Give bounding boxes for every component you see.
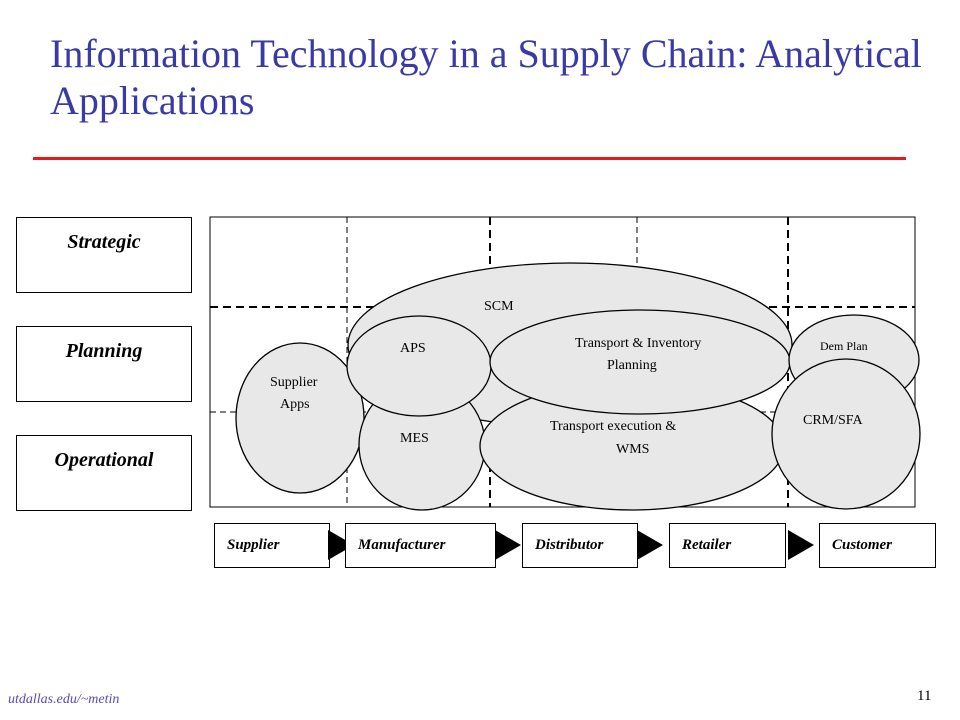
supplier-apps-ellipse [235, 342, 365, 494]
supplier-apps-label-1: Supplier [270, 375, 318, 390]
chain-stage-supplier: Supplier [214, 523, 330, 568]
transport-execution-label-1: Transport execution & [550, 419, 676, 434]
chain-stage-manufacturer: Manufacturer [345, 523, 496, 568]
crm-sfa-ellipse [771, 358, 921, 510]
scm-label: SCM [484, 299, 514, 314]
transport-inventory-label-2: Planning [607, 358, 657, 373]
level-operational: Operational [16, 435, 192, 511]
level-strategic-label: Strategic [67, 231, 141, 253]
slide-title: Information Technology in a Supply Chain… [50, 31, 922, 123]
transport-execution-label-2: WMS [616, 442, 649, 457]
aps-ellipse [346, 315, 492, 417]
supplier-apps-label-2: Apps [280, 397, 310, 412]
level-planning: Planning [16, 326, 192, 402]
chain-stage-distributor: Distributor [522, 523, 638, 568]
transport-inventory-label-1: Transport & Inventory [575, 336, 701, 351]
mes-label: MES [400, 431, 429, 446]
level-operational-label: Operational [54, 449, 154, 471]
dem-plan-label: Dem Plan [820, 339, 868, 353]
chain-stage-label: Distributor [535, 537, 604, 553]
chain-stage-label: Retailer [682, 537, 732, 553]
level-strategic: Strategic [16, 217, 192, 293]
page-number: 11 [917, 688, 932, 704]
aps-label: APS [400, 341, 426, 356]
chain-stage-label: Supplier [227, 537, 280, 553]
crm-sfa-label: CRM/SFA [803, 413, 864, 428]
chain-stage-customer: Customer [819, 523, 936, 568]
level-planning-label: Planning [65, 340, 143, 362]
footer-url: utdallas.edu/~metin [8, 692, 120, 707]
chain-stage-retailer: Retailer [669, 523, 786, 568]
chain-arrow-icon [637, 530, 663, 560]
chain-arrow-icon [788, 530, 814, 560]
chain-arrow-icon [495, 530, 521, 560]
chain-stage-label: Manufacturer [358, 537, 446, 553]
chain-stage-label: Customer [832, 537, 893, 553]
title-underline [33, 157, 906, 160]
